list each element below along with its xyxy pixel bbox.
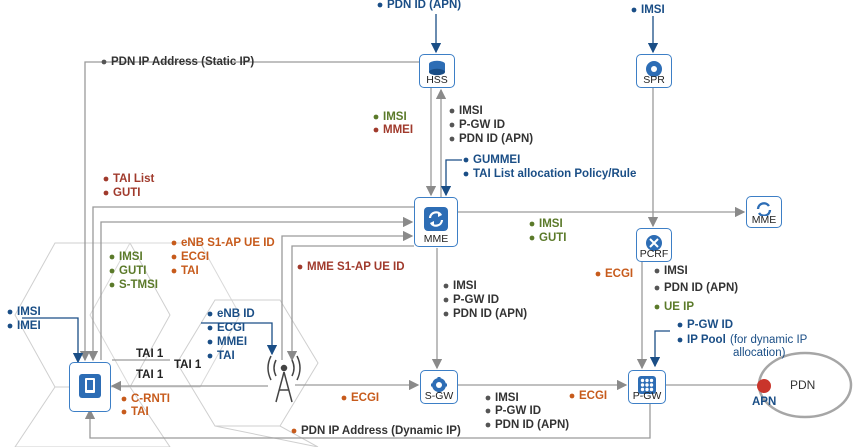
- s5-ecgi: ECGI: [579, 390, 608, 402]
- enb-tai-label: TAI: [217, 350, 235, 362]
- pgw-id-label: P-GW ID: [687, 319, 733, 331]
- enb-ecgi-link: ECGI: [351, 392, 380, 404]
- mme2-node[interactable]: MME: [746, 196, 782, 228]
- grid-icon: [638, 376, 656, 394]
- hss-pdn-id: PDN ID (APN): [459, 133, 534, 145]
- s5-imsi: IMSI: [495, 392, 519, 404]
- imsi-top: IMSI: [641, 4, 665, 16]
- hss-imsi-green: IMSI: [383, 111, 407, 123]
- ip-pool-note1: (for dynamic IP: [730, 334, 808, 346]
- pdn-id-apn-top: PDN ID (APN): [387, 0, 462, 11]
- pcrf-label: PCRF: [639, 248, 669, 260]
- sgw-label: S-GW: [424, 390, 454, 402]
- apn-marker: [757, 379, 771, 393]
- sgw-pgw-id: P-GW ID: [453, 294, 499, 306]
- mme-node[interactable]: MME: [414, 197, 458, 247]
- disk-icon: [646, 61, 662, 77]
- enb-id-label: eNB ID: [217, 308, 255, 320]
- enb-s1ap-label: eNB S1-AP UE ID: [181, 237, 275, 249]
- mobile-phone-icon: [79, 374, 101, 398]
- tai-list-label: TAI List: [113, 173, 155, 185]
- ue-stmsi: S-TMSI: [119, 279, 158, 291]
- database-icon: [429, 60, 445, 76]
- sync-icon: [424, 207, 448, 231]
- tai1-label-a: TAI 1: [136, 348, 164, 360]
- spr-node[interactable]: SPR: [636, 54, 672, 88]
- policy-icon: [646, 235, 662, 251]
- tai-bottom-label: TAI: [131, 406, 149, 418]
- pgw-label: P-GW: [632, 390, 662, 402]
- enb-mmei-label: MMEI: [217, 336, 248, 348]
- ue-node[interactable]: [69, 362, 111, 412]
- pcrf-imsi: IMSI: [664, 265, 688, 277]
- guti-red-label: GUTI: [113, 187, 141, 199]
- enb-ecgi-label: ECGI: [217, 322, 246, 334]
- hss-label: HSS: [426, 74, 448, 86]
- pgw-node[interactable]: P-GW: [628, 370, 666, 404]
- tai1-label-c: TAI 1: [136, 369, 164, 381]
- pdn-ip-dynamic-label: PDN IP Address (Dynamic IP): [301, 425, 461, 437]
- s5-pgw-id: P-GW ID: [495, 405, 541, 417]
- sync-icon: [756, 202, 772, 216]
- pdn-ip-static-label: PDN IP Address (Static IP): [111, 56, 255, 68]
- gateway-icon: [431, 377, 447, 393]
- pcrf-ecgi: ECGI: [605, 268, 634, 280]
- ip-pool-note2: allocation): [733, 347, 786, 359]
- apn-label: APN: [752, 396, 777, 408]
- spr-label: SPR: [643, 74, 665, 86]
- gummei-label: GUMMEI: [473, 154, 521, 166]
- mme-label: MME: [423, 233, 449, 245]
- mme2-guti: GUTI: [539, 232, 567, 244]
- hss-mmei-red: MMEI: [383, 124, 414, 136]
- crnti-label: C-RNTI: [131, 393, 170, 405]
- s5-pdn-id: PDN ID (APN): [495, 419, 570, 431]
- mme2-label: MME: [751, 214, 777, 226]
- tai-policy-label: TAI List allocation Policy/Rule: [473, 168, 637, 180]
- sgw-imsi: IMSI: [453, 280, 477, 292]
- ue-tai-label: TAI: [181, 265, 199, 277]
- pcrf-pdn-id: PDN ID (APN): [664, 282, 739, 294]
- hss-imsi: IMSI: [459, 105, 483, 117]
- tai1-label-b: TAI 1: [174, 359, 202, 371]
- left-imsi: IMSI: [17, 306, 41, 318]
- ue-imsi: IMSI: [119, 251, 143, 263]
- sgw-node[interactable]: S-GW: [420, 370, 458, 404]
- left-imei: IMEI: [17, 320, 41, 332]
- ue-ecgi-label: ECGI: [181, 251, 210, 263]
- pcrf-node[interactable]: PCRF: [636, 228, 672, 262]
- sgw-pdn-id: PDN ID (APN): [453, 308, 528, 320]
- enb-tower-icon: [267, 355, 301, 403]
- mme-s1ap-label: MME S1-AP UE ID: [307, 261, 405, 273]
- pdn-label: PDN: [790, 378, 816, 392]
- mme2-imsi: IMSI: [539, 218, 563, 230]
- ue-guti: GUTI: [119, 265, 147, 277]
- hss-node[interactable]: HSS: [419, 54, 455, 88]
- bullet-dots: [7, 2, 683, 434]
- hss-pgw-id: P-GW ID: [459, 119, 505, 131]
- pcrf-ue-ip: UE IP: [664, 301, 695, 313]
- ip-pool-label: IP Pool: [687, 334, 726, 346]
